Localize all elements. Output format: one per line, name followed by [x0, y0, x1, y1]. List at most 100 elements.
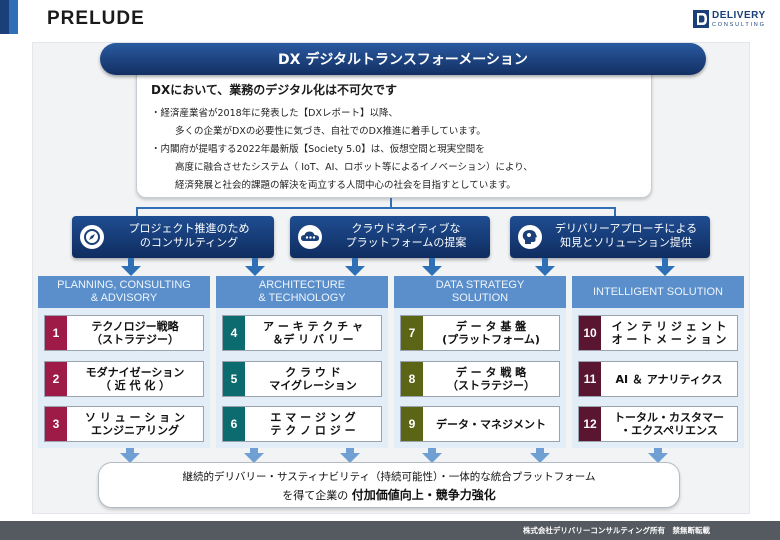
company-logo: DELIVERY CONSULTING	[693, 10, 773, 30]
service-item: 4 ア ー キ テ ク チ ャ ＆デ リ バ リ ー	[222, 315, 382, 351]
service-label: デ ー タ 基 盤 (プラットフォーム)	[442, 320, 540, 346]
header-accent-bar-dark	[0, 0, 9, 34]
arrow-stem	[429, 258, 435, 268]
approach-line: クラウドネイティブな	[351, 222, 461, 235]
service-item: 8 デ ー タ 戦 略 （ストラテジー）	[400, 361, 560, 397]
summary-emphasis: 付加価値向上・競争力強化	[351, 488, 496, 502]
approach-line: のコンサルティング	[139, 236, 239, 249]
service-number: 10	[579, 316, 601, 350]
arrow-stem	[428, 448, 436, 454]
approach-cloud-platform: クラウドネイティブな プラットフォームの提案	[290, 216, 490, 258]
logo-name: DELIVERY	[712, 10, 766, 21]
cloud-icon	[301, 231, 319, 241]
arrow-stem	[128, 258, 134, 268]
approach-line: 知見とソリューション提供	[560, 236, 692, 249]
approach-line: プラットフォームの提案	[345, 236, 467, 249]
column-heading-text: ARCHITECTURE & TECHNOLOGY	[258, 279, 346, 304]
intro-line: ・経済産業省が2018年に発表した【DXレポート】以降、	[151, 108, 399, 119]
service-number: 9	[401, 407, 423, 441]
approach-icon-wrap	[80, 225, 104, 249]
approach-delivery: デリバリーアプローチによる 知見とソリューション提供	[510, 216, 710, 258]
summary-line: 継続的デリバリー・サスティナビリティ（持続可能性）・一体的な統合プラットフォーム	[182, 471, 596, 483]
column-heading-text: PLANNING, CONSULTING & ADVISORY	[57, 279, 191, 304]
arrow-stem	[542, 258, 548, 268]
page-title: PRELUDE	[47, 8, 145, 29]
arrow-down-icon	[244, 453, 264, 463]
service-label: エ マ ー ジ ン グ テ ク ノ ロ ジ ー	[270, 411, 356, 437]
service-label: データ・マネジメント	[436, 417, 546, 431]
arrow-stem	[252, 258, 258, 268]
approach-text: プロジェクト推進のため のコンサルティング	[108, 222, 270, 250]
service-item: 1 テクノロジー戦略 （ストラテジー）	[44, 315, 204, 351]
dx-banner: DX デジタルトランスフォーメーション	[100, 43, 706, 75]
arrow-down-icon	[121, 266, 141, 276]
service-label: トータル・カスタマー ・エクスペリエンス	[614, 411, 724, 437]
service-number: 6	[223, 407, 245, 441]
approach-line: プロジェクト推進のため	[128, 222, 250, 235]
service-item: 5 ク ラ ウ ド マイグレーション	[222, 361, 382, 397]
summary-box: 継続的デリバリー・サスティナビリティ（持続可能性）・一体的な統合プラットフォーム…	[98, 462, 680, 508]
arrow-down-icon	[655, 266, 675, 276]
arrow-down-icon	[648, 453, 668, 463]
service-number: 5	[223, 362, 245, 396]
approach-icon-wrap	[298, 225, 322, 249]
compass-icon	[84, 229, 100, 245]
connector-line	[390, 198, 392, 208]
service-number: 12	[579, 407, 601, 441]
service-number: 11	[579, 362, 601, 396]
service-number: 8	[401, 362, 423, 396]
column-heading-data-strategy: DATA STRATEGY SOLUTION	[394, 276, 566, 308]
intro-box: DXにおいて、業務のデジタル化は不可欠です ・経済産業省が2018年に発表した【…	[136, 73, 652, 198]
summary-prefix: を得て企業の	[282, 489, 352, 502]
intro-heading: DXにおいて、業務のデジタル化は不可欠です	[151, 83, 398, 97]
service-item: 10 イ ン テ リ ジ ェ ン ト オ ー ト メ ー シ ョ ン	[578, 315, 738, 351]
connector-line	[614, 207, 616, 217]
arrow-down-icon	[345, 266, 365, 276]
service-item: 7 デ ー タ 基 盤 (プラットフォーム)	[400, 315, 560, 351]
service-label: ク ラ ウ ド マイグレーション	[269, 366, 357, 392]
arrow-down-icon	[120, 453, 140, 463]
arrow-stem	[346, 448, 354, 454]
arrow-stem	[352, 258, 358, 268]
service-item: 9 データ・マネジメント	[400, 406, 560, 442]
service-number: 4	[223, 316, 245, 350]
service-label: デ ー タ 戦 略 （ストラテジー）	[447, 366, 535, 392]
arrow-stem	[662, 258, 668, 268]
approach-text: クラウドネイティブな プラットフォームの提案	[326, 222, 486, 250]
intro-line: ・内閣府が提唱する2022年最新版【Society 5.0】は、仮想空間と現実空…	[151, 144, 485, 155]
service-item: 2 モダナイゼーション （ 近 代 化 ）	[44, 361, 204, 397]
column-heading-text: DATA STRATEGY SOLUTION	[435, 279, 525, 304]
arrow-stem	[126, 448, 134, 454]
arrow-stem	[654, 448, 662, 454]
footer-copyright: 株式会社デリバリーコンサルティング所有 禁無断転載	[522, 526, 710, 535]
column-heading-intelligent: INTELLIGENT SOLUTION	[572, 276, 744, 308]
delivery-logo-icon	[693, 10, 709, 28]
service-label: テクノロジー戦略 （ストラテジー）	[91, 320, 179, 346]
arrow-down-icon	[535, 266, 555, 276]
column-heading-planning: PLANNING, CONSULTING & ADVISORY	[38, 276, 210, 308]
column-heading-text: INTELLIGENT SOLUTION	[593, 285, 723, 298]
arrow-down-icon	[340, 453, 360, 463]
arrow-stem	[250, 448, 258, 454]
footer-bar: 株式会社デリバリーコンサルティング所有 禁無断転載	[0, 521, 780, 540]
service-item: 3 ソ リ ュ ー シ ョ ン エンジニアリング	[44, 406, 204, 442]
service-item: 11 AI ＆ アナリティクス	[578, 361, 738, 397]
intro-line: 多くの企業がDXの必要性に気づき、自社でのDX推進に着手しています。	[175, 126, 486, 137]
service-label: ア ー キ テ ク チ ャ ＆デ リ バ リ ー	[263, 320, 363, 346]
service-number: 2	[45, 362, 67, 396]
column-heading-architecture: ARCHITECTURE & TECHNOLOGY	[216, 276, 388, 308]
arrow-down-icon	[422, 266, 442, 276]
arrow-stem	[536, 448, 544, 454]
approach-consulting: プロジェクト推進のため のコンサルティング	[72, 216, 274, 258]
summary-line: を得て企業の 付加価値向上・競争力強化	[99, 486, 679, 503]
service-number: 7	[401, 316, 423, 350]
approach-icon-wrap	[518, 225, 542, 249]
service-item: 12 トータル・カスタマー ・エクスペリエンス	[578, 406, 738, 442]
brain-head-icon	[522, 230, 537, 244]
arrow-down-icon	[422, 453, 442, 463]
approach-line: デリバリーアプローチによる	[554, 222, 698, 235]
service-number: 3	[45, 407, 67, 441]
logo-subtitle: CONSULTING	[712, 22, 766, 28]
intro-line: 経済発展と社会的課題の解決を両立する人間中心の社会を目指すとしています。	[175, 180, 516, 191]
service-label: AI ＆ アナリティクス	[615, 372, 723, 386]
